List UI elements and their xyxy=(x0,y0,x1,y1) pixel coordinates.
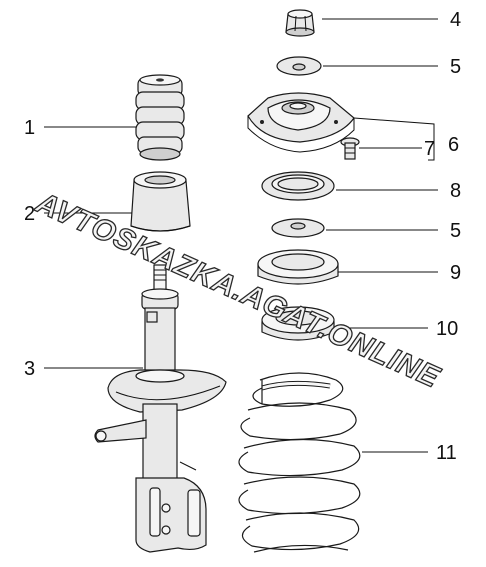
callout-8: 8 xyxy=(450,180,461,202)
callout-2: 2 xyxy=(24,203,35,225)
watermark-text: AVTOSKAZKA.AGAT.ONLINE xyxy=(30,186,445,395)
bump-stop xyxy=(135,74,185,161)
washer-lower xyxy=(271,218,325,238)
callout-3: 3 xyxy=(24,358,35,380)
callout-labels: 1 2 3 4 5 6 7 8 5 9 10 11 xyxy=(24,9,461,464)
coil-spring xyxy=(238,372,361,553)
dust-boot xyxy=(130,171,191,232)
callout-9: 9 xyxy=(450,262,461,284)
upper-spring-seat xyxy=(257,249,339,285)
callout-7: 7 xyxy=(424,138,435,160)
strut-mount xyxy=(247,92,355,153)
callout-10: 10 xyxy=(436,318,458,340)
callout-5-upper: 5 xyxy=(450,56,461,78)
leader-lines xyxy=(44,18,438,453)
callout-4: 4 xyxy=(450,9,461,31)
callout-5-lower: 5 xyxy=(450,220,461,242)
callout-11: 11 xyxy=(436,442,457,464)
washer-upper xyxy=(276,56,322,76)
bearing xyxy=(261,171,335,201)
spring-insulator xyxy=(261,306,335,341)
callout-1: 1 xyxy=(24,117,35,139)
strut-assembly xyxy=(94,264,227,553)
top-nut xyxy=(285,9,315,37)
mount-bolt xyxy=(340,137,360,160)
callout-6: 6 xyxy=(448,134,459,156)
